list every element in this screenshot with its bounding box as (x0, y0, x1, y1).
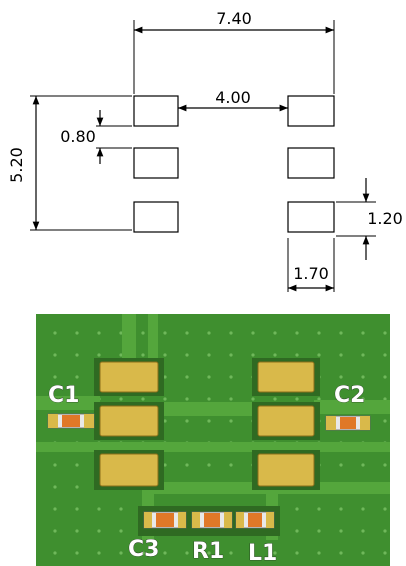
pad-left-1 (133, 95, 179, 127)
board-pad-left-2 (99, 405, 159, 437)
pad-spacing-label: 0.80 (60, 127, 96, 146)
board-pad-right-3 (257, 453, 315, 487)
ref-label-c3: C3 (128, 537, 159, 562)
component-c2 (325, 415, 371, 431)
ref-label-l1: L1 (248, 541, 277, 566)
pad-right-1 (287, 95, 335, 127)
footprint-dimension-drawing: 7.40 4.00 5.20 0.80 1.20 1.70 (7, 9, 403, 292)
pcb-board-render: C1 C2 C3 R1 L1 (36, 314, 390, 566)
pad-height-label: 1.20 (367, 209, 403, 228)
pad-gap-label: 4.00 (215, 88, 251, 107)
component-c3 (143, 511, 187, 529)
board-pad-right-2 (257, 405, 315, 437)
pad-left-3 (133, 201, 179, 233)
board-pad-left-1 (99, 361, 159, 393)
ref-label-c2: C2 (334, 383, 365, 408)
board-pad-right-1 (257, 361, 315, 393)
ref-label-c1: C1 (48, 383, 79, 408)
pad-width-label: 1.70 (293, 264, 329, 283)
pad-right-3 (287, 201, 335, 233)
overall-width-label: 7.40 (216, 9, 252, 28)
pad-left-2 (133, 147, 179, 179)
overall-height-label: 5.20 (7, 147, 26, 183)
board-pad-left-3 (99, 453, 159, 487)
component-l1 (235, 511, 275, 529)
ref-label-r1: R1 (192, 539, 224, 564)
pad-right-2 (287, 147, 335, 179)
component-r1 (191, 511, 233, 529)
component-c1 (47, 413, 95, 429)
